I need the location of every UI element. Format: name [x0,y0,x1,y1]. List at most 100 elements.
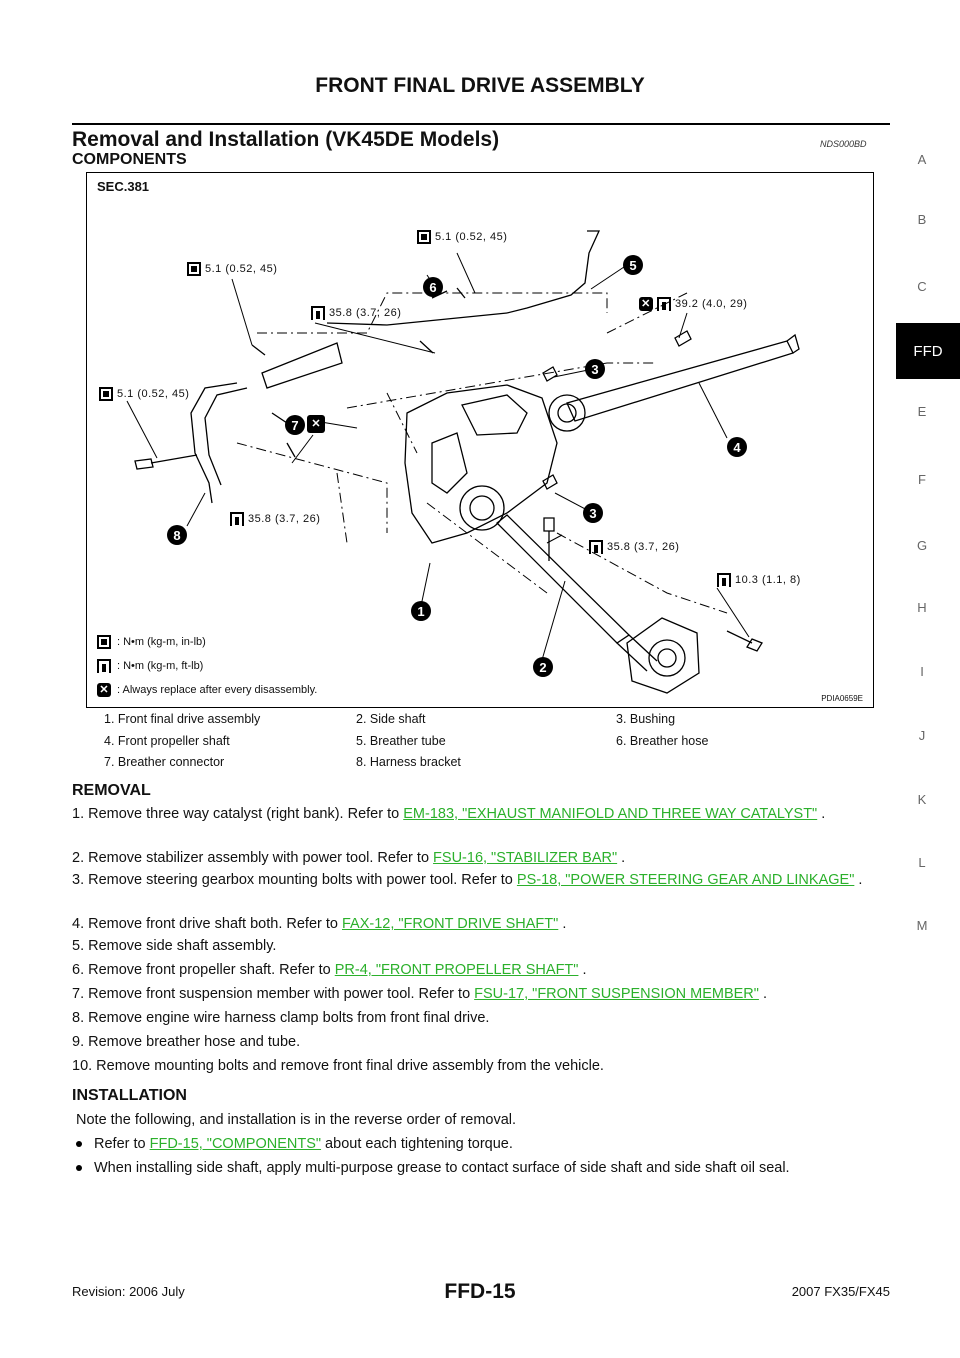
removal-step-2: 2. Remove stabilizer assembly with power… [72,847,892,869]
removal-step-9: 9. Remove breather hose and tube. [72,1034,301,1050]
bullet-link[interactable]: FFD-15, "COMPONENTS" [149,1136,322,1152]
torque-value: 5.1 (0.52, 45) [205,263,278,275]
torque-value: 35.8 (3.7, 26) [248,513,321,525]
removal-heading: REMOVAL [72,782,151,799]
torque-ft-lb-icon [657,297,671,311]
torque-ft-lb-icon [97,659,111,673]
figure-sec-label: SEC.381 [97,179,150,194]
parts-cell: 5. Breather tube [356,734,446,748]
step-link[interactable]: FSU-16, "STABILIZER BAR" [433,850,618,866]
step-tail: . [578,962,587,978]
parts-cell: 6. Breather hose [616,734,709,748]
replace-icon: ✕ [639,297,653,311]
step-link[interactable]: PS-18, "POWER STEERING GEAR AND LINKAGE" [516,872,855,888]
removal-step-1: 1. Remove three way catalyst (right bank… [72,803,892,825]
step-tail: . [817,806,826,822]
torque-label: ✕ 39.2 (4.0, 29) [639,297,747,311]
step-link[interactable]: EM-183, "EXHAUST MANIFOLD AND THREE WAY … [403,806,818,822]
torque-value: 35.8 (3.7, 26) [329,307,402,319]
legend-replace: ✕ : Always replace after every disassemb… [97,683,317,697]
torque-ft-lb-icon [589,540,603,554]
callout-3: 3 [583,503,603,523]
installation-note: Note the following, and installation is … [76,1112,517,1128]
assembly-drawing [126,230,800,694]
torque-in-lb-icon [187,262,201,276]
removal-step-4: 4. Remove front drive shaft both. Refer … [72,913,892,935]
torque-ft-lb-icon [311,306,325,320]
page-header-title: FRONT FINAL DRIVE ASSEMBLY [315,74,645,97]
torque-label: 5.1 (0.52, 45) [99,387,189,401]
torque-value: 10.3 (1.1, 8) [735,574,801,586]
bullet-tail: about each tightening torque. [321,1136,513,1152]
removal-step-5: 5. Remove side shaft assembly. [72,938,277,954]
step-text: 6. Remove front propeller shaft. Refer t… [72,962,335,978]
side-index-h[interactable]: H [917,600,927,615]
torque-in-lb-icon [97,635,111,649]
legend-text: : N•m (kg-m, in-lb) [117,636,206,648]
legend-ft-lb: : N•m (kg-m, ft-lb) [97,659,203,673]
torque-value: 5.1 (0.52, 45) [435,231,508,243]
parts-cell: 7. Breather connector [104,755,225,769]
torque-value: 39.2 (4.0, 29) [675,298,748,310]
replace-icon: ✕ [97,683,111,697]
callout-2: 2 [533,657,553,677]
side-index-a[interactable]: A [917,152,927,167]
side-index-g[interactable]: G [916,538,928,553]
parts-cell: 2. Side shaft [356,712,426,726]
removal-step-10: 10. Remove mounting bolts and remove fro… [72,1058,604,1074]
side-index-ffd-active[interactable]: FFD [896,323,960,379]
step-link[interactable]: PR-4, "FRONT PROPELLER SHAFT" [334,962,579,978]
torque-label: 35.8 (3.7, 26) [589,540,679,554]
callout-3: 3 [585,359,605,379]
callout-7-group: 7 ✕ [285,415,325,435]
callout-7: 7 [285,415,305,435]
torque-value: 5.1 (0.52, 45) [117,388,190,400]
side-index-k[interactable]: K [917,792,927,807]
parts-cell: 1. Front final drive assembly [104,712,261,726]
installation-heading: INSTALLATION [72,1087,187,1104]
side-index-j[interactable]: J [918,728,926,743]
figure-code: PDIA0659E [821,694,863,703]
removal-step-3: 3. Remove steering gearbox mounting bolt… [72,869,892,891]
step-text: 3. Remove steering gearbox mounting bolt… [72,872,517,888]
components-figure: SEC.381 [86,172,874,708]
callout-5: 5 [623,255,643,275]
callout-8: 8 [167,525,187,545]
removal-step-7: 7. Remove front suspension member with p… [72,983,892,1005]
side-index-l[interactable]: L [918,855,926,870]
installation-bullet-1: Refer to FFD-15, "COMPONENTS" about each… [76,1133,890,1155]
torque-label: 35.8 (3.7, 26) [230,512,320,526]
legend-text: : Always replace after every disassembly… [117,684,318,696]
torque-label: 10.3 (1.1, 8) [717,573,801,587]
side-index-c[interactable]: C [917,279,927,294]
torque-label: 5.1 (0.52, 45) [417,230,507,244]
parts-cell: 4. Front propeller shaft [104,734,230,748]
replace-icon: ✕ [307,415,325,433]
step-tail: . [617,850,626,866]
legend-text: : N•m (kg-m, ft-lb) [117,660,204,672]
installation-bullet-2: When installing side shaft, apply multi-… [76,1157,890,1179]
bullet-icon [76,1165,82,1171]
side-index-b[interactable]: B [917,212,927,227]
step-tail: . [758,986,767,1002]
bullet-text: Refer to [94,1136,150,1152]
torque-in-lb-icon [99,387,113,401]
callout-1: 1 [411,601,431,621]
footer-page-number: FFD-15 [444,1280,516,1303]
footer-revision: Revision: 2006 July [72,1284,185,1299]
side-index-i[interactable]: I [920,664,924,679]
step-link[interactable]: FAX-12, "FRONT DRIVE SHAFT" [342,916,559,932]
side-index-f[interactable]: F [918,472,926,487]
bullet-icon [76,1141,82,1148]
section-code: NDS000BD [820,139,867,149]
side-index-m[interactable]: M [916,918,928,933]
torque-label: 35.8 (3.7, 26) [311,306,401,320]
legend-in-lb: : N•m (kg-m, in-lb) [97,635,206,649]
torque-label: 5.1 (0.52, 45) [187,262,277,276]
side-index-e[interactable]: E [917,404,927,419]
torque-value: 35.8 (3.7, 26) [607,541,680,553]
torque-ft-lb-icon [717,573,731,587]
step-tail: . [854,872,863,888]
step-link[interactable]: FSU-17, "FRONT SUSPENSION MEMBER" [474,986,759,1002]
removal-step-8: 8. Remove engine wire harness clamp bolt… [72,1010,490,1026]
